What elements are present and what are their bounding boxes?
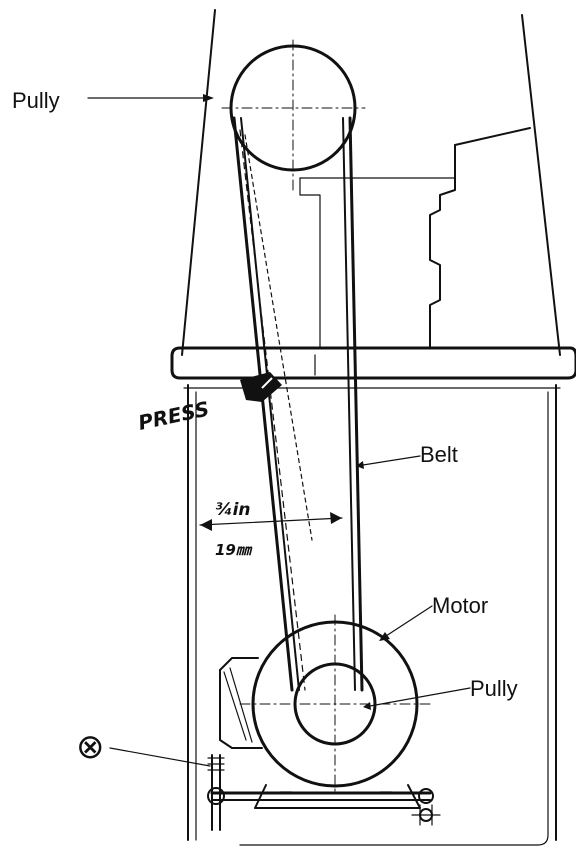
top-pulley <box>221 39 366 191</box>
motor <box>219 614 431 809</box>
top-pulley-label: Pully <box>12 88 60 113</box>
deflection-dimension <box>199 512 343 531</box>
table-rail <box>170 346 576 389</box>
base-bar <box>207 754 441 831</box>
leader-lines <box>87 94 471 767</box>
deflection-inches-label: ¾in <box>215 500 251 520</box>
marker-symbol-icon: ⊗ <box>76 728 105 766</box>
belt <box>232 116 364 692</box>
motor-label: Motor <box>432 593 488 618</box>
deflection-mm-label: 19㎜ <box>215 541 253 559</box>
belt-label: Belt <box>420 442 458 467</box>
cabinet-outline <box>181 9 561 846</box>
press-label: PRESS <box>136 396 211 434</box>
motor-pulley-label: Pully <box>470 676 518 701</box>
upper-housing <box>299 127 531 376</box>
press-arrow-icon <box>240 372 282 402</box>
